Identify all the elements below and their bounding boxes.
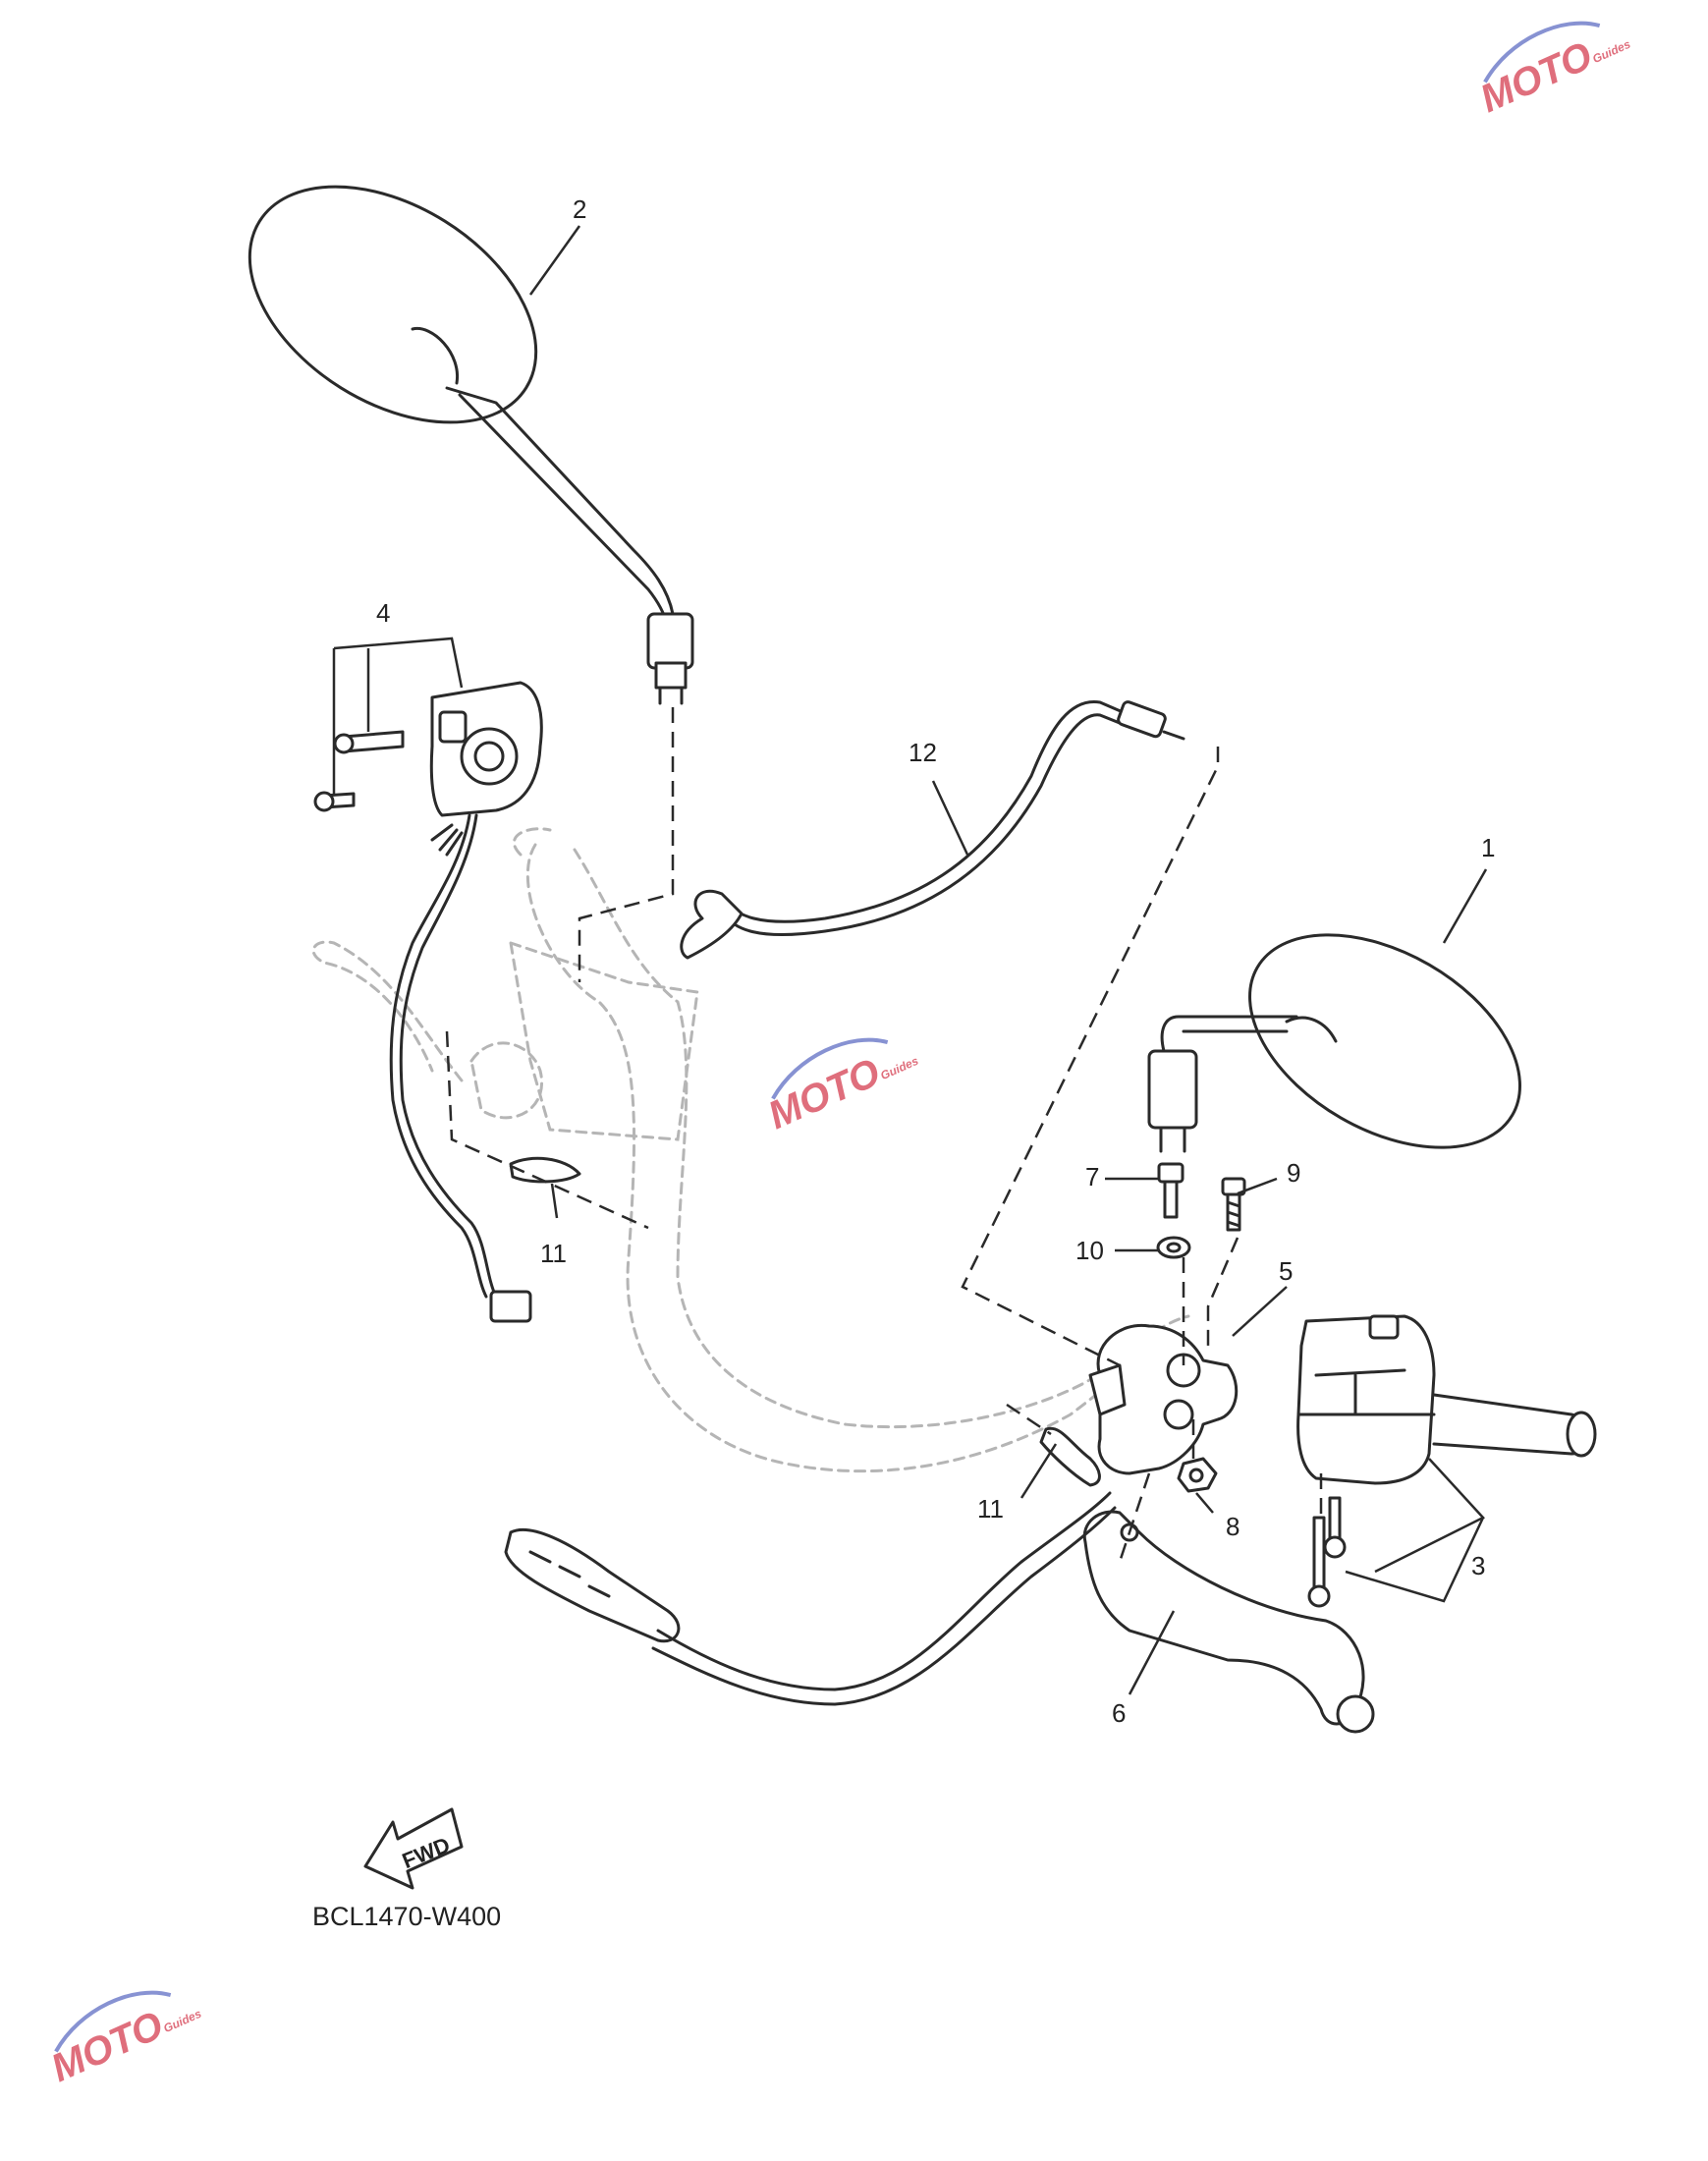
- callout-6: 6: [1112, 1698, 1126, 1728]
- nut-8: [1177, 1457, 1218, 1493]
- band-11b: [1039, 1426, 1101, 1487]
- assembly-lines: [445, 707, 1323, 1563]
- ghost-parts: [311, 827, 1190, 1473]
- callout-1: 1: [1481, 833, 1495, 862]
- washer-10: [1156, 1236, 1191, 1259]
- watermark-top-right: MOTO Guides: [1474, 21, 1632, 122]
- watermark-brand: MOTO: [762, 1051, 887, 1138]
- callout-10: 10: [1075, 1236, 1104, 1265]
- cable: [680, 699, 1185, 960]
- callout-11b: 11: [977, 1494, 1004, 1524]
- lever-holder: [1088, 1323, 1239, 1475]
- watermark-center: MOTO Guides: [762, 1037, 920, 1138]
- bolt-9: [1221, 1177, 1246, 1232]
- callout-8: 8: [1226, 1512, 1240, 1541]
- left-switch: [313, 637, 543, 1323]
- callout-7: 7: [1085, 1162, 1099, 1191]
- fwd-arrow-icon: FWD: [363, 1807, 464, 1890]
- front-brake-lever: [504, 1491, 1117, 1706]
- callout-3: 3: [1471, 1551, 1485, 1580]
- diagram-code: BCL1470-W400: [312, 1902, 501, 1931]
- band-11a: [509, 1156, 581, 1184]
- callout-12: 12: [909, 738, 937, 767]
- callouts: 1 2 3 4 5 6 7 8 9 10 11 11 12: [376, 194, 1495, 1728]
- watermark-brand: MOTO: [1474, 34, 1599, 122]
- left-mirror: [248, 185, 694, 705]
- watermark-sub: Guides: [1590, 37, 1632, 66]
- callout-9: 9: [1287, 1158, 1300, 1188]
- callout-4: 4: [376, 598, 390, 628]
- watermark-sub: Guides: [878, 1054, 920, 1082]
- watermark-sub: Guides: [161, 2007, 203, 2035]
- right-mirror: [1147, 933, 1521, 1153]
- callout-11a: 11: [540, 1239, 567, 1268]
- callout-2: 2: [573, 194, 586, 224]
- clutch-lever: [1082, 1510, 1375, 1734]
- watermark-bottom-left: MOTO Guides: [45, 1990, 203, 2091]
- bolt-7: [1157, 1162, 1185, 1219]
- right-switch: [1296, 1314, 1597, 1608]
- watermark-brand: MOTO: [45, 2004, 170, 2091]
- callout-5: 5: [1279, 1256, 1293, 1286]
- callout-leaders: [528, 225, 1488, 1695]
